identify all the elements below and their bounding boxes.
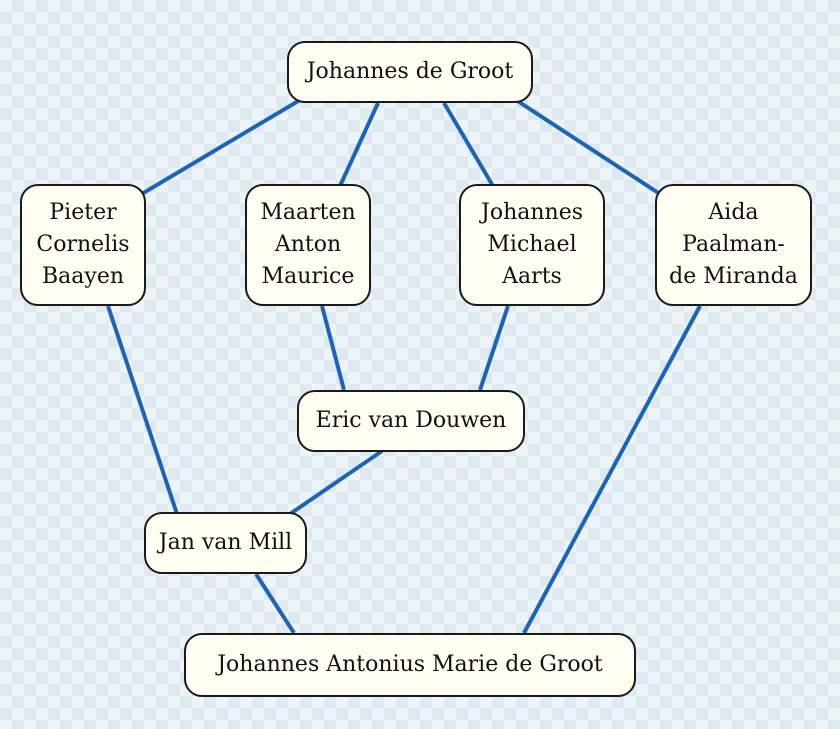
node-johannes-antonius-marie-de-groot: Johannes Antonius Marie de Groot xyxy=(184,633,636,697)
node-maarten-anton-maurice: Maarten Anton Maurice xyxy=(245,184,371,306)
edge-n1-n4 xyxy=(442,101,495,188)
edge-n2-n7 xyxy=(106,305,179,515)
edge-n4-n6 xyxy=(478,305,510,391)
edge-n3-n6 xyxy=(320,305,346,391)
node-eric-van-douwen: Eric van Douwen xyxy=(297,390,525,452)
edge-n7-n8 xyxy=(254,572,296,635)
edge-n5-n8 xyxy=(522,305,702,634)
node-jan-van-mill: Jan van Mill xyxy=(144,512,307,574)
edge-n1-n2 xyxy=(138,98,302,197)
node-johannes-michael-aarts: Johannes Michael Aarts xyxy=(459,184,605,306)
edge-n1-n5 xyxy=(514,98,662,196)
edge-n6-n7 xyxy=(288,449,384,516)
node-aida-paalman-de-miranda: Aida Paalman- de Miranda xyxy=(655,184,812,306)
node-pieter-cornelis-baayen: Pieter Cornelis Baayen xyxy=(20,184,146,306)
edge-n1-n3 xyxy=(338,102,380,187)
node-johannes-de-groot: Johannes de Groot xyxy=(287,41,533,103)
